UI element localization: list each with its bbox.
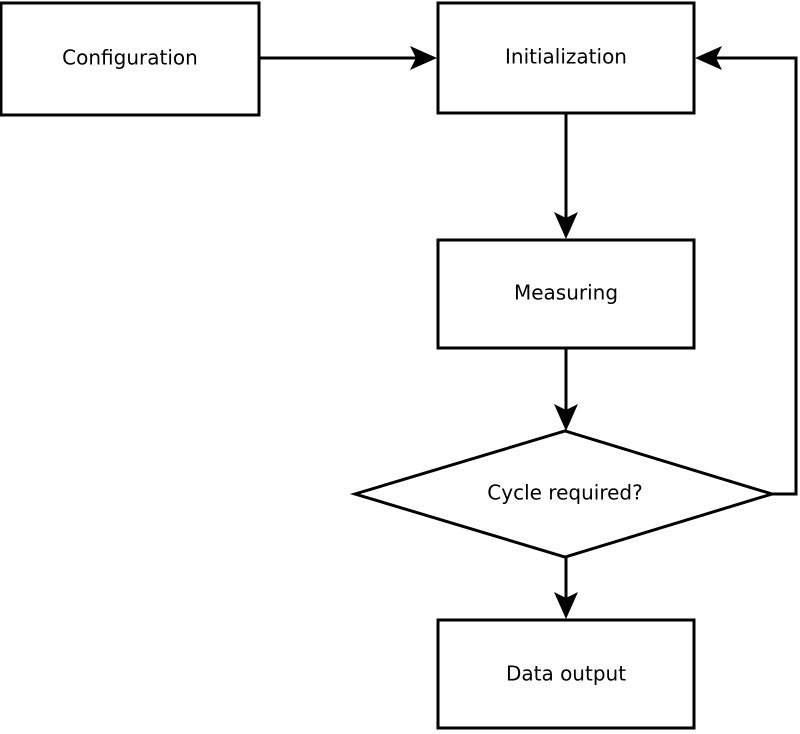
node-label-initialization: Initialization — [505, 45, 627, 69]
edge-line-cycle-to-initialization-feedback — [707, 56, 798, 496]
edge-cycle-to-initialization-feedback — [695, 46, 798, 496]
node-data-output[interactable]: Data output — [436, 618, 696, 730]
node-shape-data-output[interactable] — [436, 618, 696, 730]
node-shape-cycle-required[interactable] — [349, 429, 778, 559]
edge-configuration-to-initialization — [260, 46, 437, 70]
node-label-configuration: Configuration — [62, 46, 198, 70]
node-shape-initialization[interactable] — [436, 1, 696, 115]
edge-cycle-to-data-output — [554, 557, 578, 619]
arrowhead-initialization-to-measuring — [554, 212, 578, 239]
node-measuring[interactable]: Measuring — [436, 238, 696, 350]
arrowhead-configuration-to-initialization — [410, 46, 437, 70]
arrowhead-cycle-to-data-output — [554, 592, 578, 619]
edge-measuring-to-cycle — [554, 348, 578, 431]
arrowhead-cycle-to-initialization-feedback — [695, 46, 722, 70]
arrowhead-measuring-to-cycle — [554, 404, 578, 431]
node-shape-configuration[interactable] — [0, 1, 261, 117]
node-initialization[interactable]: Initialization — [436, 1, 696, 115]
node-configuration[interactable]: Configuration — [0, 1, 261, 117]
node-label-cycle-required: Cycle required? — [487, 481, 642, 505]
edge-initialization-to-measuring — [554, 113, 578, 239]
node-label-data-output: Data output — [506, 662, 626, 686]
node-shape-measuring[interactable] — [436, 238, 696, 350]
node-cycle-required[interactable]: Cycle required? — [349, 429, 778, 559]
node-label-measuring: Measuring — [514, 281, 618, 305]
